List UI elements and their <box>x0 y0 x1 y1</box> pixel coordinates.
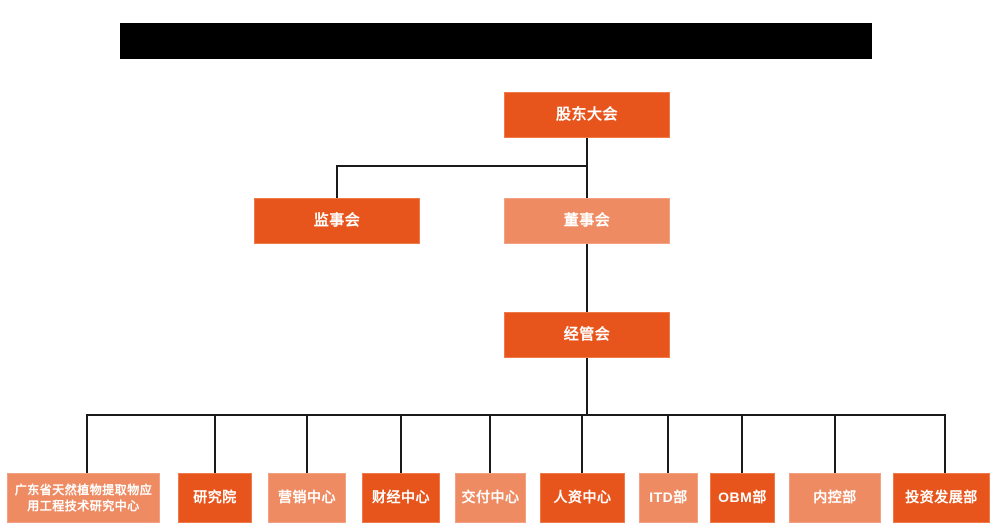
node-delivery-center[interactable]: 交付中心 <box>455 473 526 523</box>
node-marketing-center[interactable]: 营销中心 <box>268 473 346 523</box>
node-label: 人资中心 <box>553 489 612 506</box>
node-label: 股东大会 <box>555 105 618 123</box>
node-label: 财经中心 <box>372 489 430 506</box>
node-hr-center[interactable]: 人资中心 <box>540 473 625 523</box>
node-obm-department[interactable]: OBM部 <box>710 473 775 523</box>
node-investment-development-department[interactable]: 投资发展部 <box>893 473 990 523</box>
node-board-of-directors[interactable]: 董事会 <box>504 198 670 244</box>
redacted-title-banner <box>120 23 872 59</box>
node-label: 营销中心 <box>278 489 336 506</box>
node-label: 广东省天然植物提取物应用工程技术研究中心 <box>14 482 153 513</box>
node-shareholders-meeting[interactable]: 股东大会 <box>504 92 670 138</box>
node-research-institute[interactable]: 研究院 <box>178 473 252 523</box>
node-label: 交付中心 <box>461 489 520 506</box>
node-label: 投资发展部 <box>905 489 978 506</box>
node-board-of-supervisors[interactable]: 监事会 <box>254 198 420 244</box>
node-internal-control-department[interactable]: 内控部 <box>789 473 881 523</box>
node-label: 内控部 <box>813 489 857 506</box>
node-label: 董事会 <box>563 211 611 229</box>
node-itd-department[interactable]: ITD部 <box>639 473 698 523</box>
node-label: 监事会 <box>313 211 361 229</box>
node-guangdong-natural-plant-extract-engineering-research-center[interactable]: 广东省天然植物提取物应用工程技术研究中心 <box>7 473 160 523</box>
node-label: OBM部 <box>718 489 767 506</box>
node-finance-center[interactable]: 财经中心 <box>362 473 440 523</box>
node-management-committee[interactable]: 经管会 <box>504 312 670 358</box>
node-label: ITD部 <box>649 489 688 506</box>
node-label: 研究院 <box>193 489 237 506</box>
node-label: 经管会 <box>563 325 611 343</box>
